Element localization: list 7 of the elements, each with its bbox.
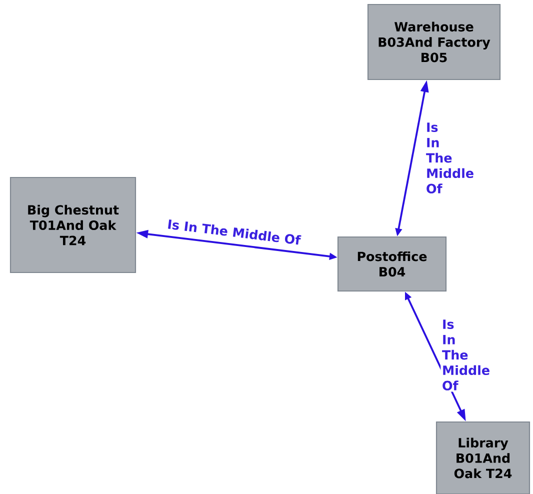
edge-label: Is In The Middle Of [165, 217, 303, 247]
place-box: Library B01And Oak T24 [436, 421, 530, 494]
place-box: Postoffice B04 [337, 236, 447, 292]
edge-label: Is In The Middle Of [424, 121, 474, 195]
place-box: Big Chestnut T01And Oak T24 [10, 176, 136, 274]
place-box: Warehouse B03And Factory B05 [367, 4, 501, 80]
edge-label: Is In The Middle Of [440, 318, 490, 392]
